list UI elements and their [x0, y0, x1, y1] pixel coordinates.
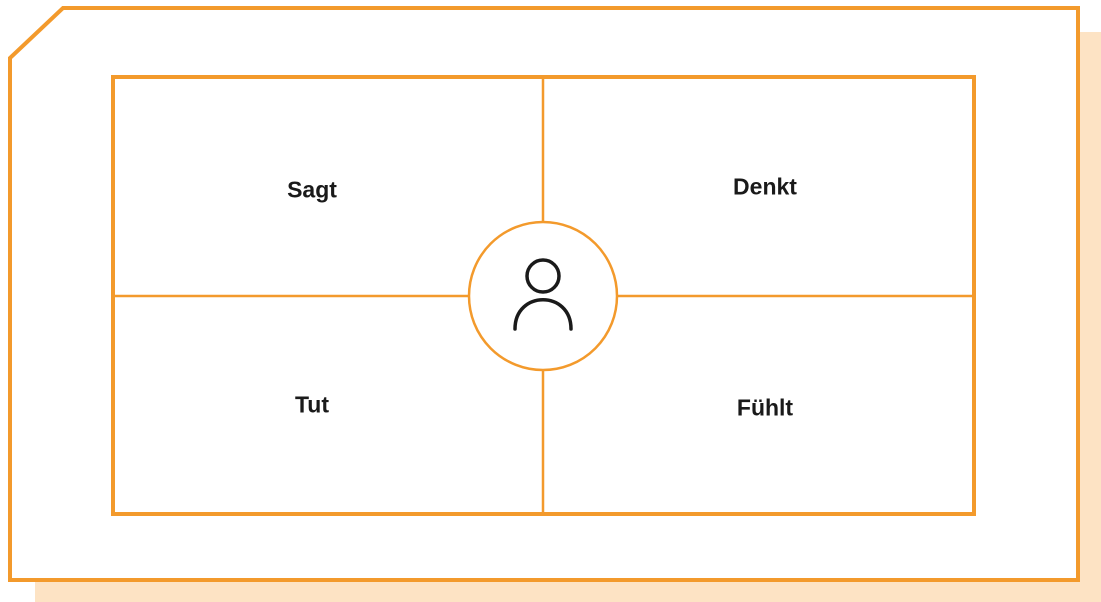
center-circle: [467, 220, 619, 372]
person-icon: [513, 258, 573, 331]
quadrant-label-denkt: Denkt: [733, 173, 797, 200]
quadrant-label-sagt: Sagt: [287, 176, 337, 203]
quadrant-label-tut: Tut: [294, 391, 330, 418]
quadrant-label-fuehlt: Fühlt: [736, 394, 794, 421]
